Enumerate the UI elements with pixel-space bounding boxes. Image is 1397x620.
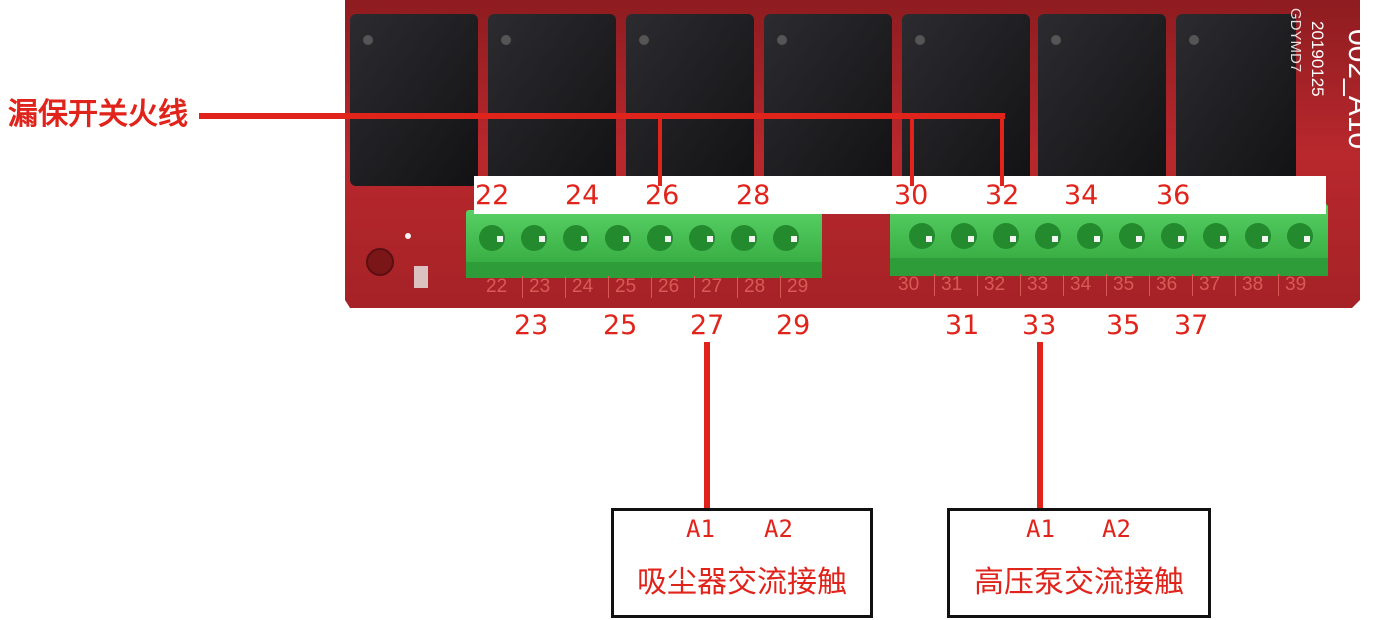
top-number: 32 (985, 180, 1020, 211)
bottom-number: 37 (1174, 310, 1209, 341)
pump-contactor-label: 高压泵交流接触 (974, 565, 1184, 600)
silk-number: 36 (1156, 274, 1193, 296)
top-number: 26 (645, 180, 680, 211)
board-model: 002_A10 (1342, 29, 1375, 150)
bottom-number: 25 (603, 310, 638, 341)
bottom-number: 23 (514, 310, 549, 341)
top-number: 28 (736, 180, 771, 211)
relay (1038, 14, 1166, 186)
silk-number: 32 (984, 274, 1021, 296)
a1-label: A1 (686, 515, 715, 543)
bottom-number: 31 (945, 310, 980, 341)
silk-number: 34 (1070, 274, 1107, 296)
a1-label: A1 (1026, 515, 1055, 543)
relay (350, 14, 478, 186)
mounting-hole (366, 248, 394, 276)
a2-label: A2 (764, 515, 793, 543)
relays (350, 14, 1296, 186)
label-strip (474, 176, 1326, 214)
silk-number: 38 (1242, 274, 1279, 296)
pump-contactor-box: A1 A2 高压泵交流接触 (947, 508, 1211, 618)
silk-numbers-right: 30 31 32 33 34 35 36 37 38 39 (898, 274, 1321, 296)
main-wire-label: 漏保开关火线 (8, 97, 188, 132)
silk-number: 31 (941, 274, 978, 296)
silk-number: 27 (701, 276, 738, 298)
silk-numbers-left: 22 23 24 25 26 27 28 29 (486, 276, 823, 298)
top-number: 24 (565, 180, 600, 211)
silk-number: 24 (572, 276, 609, 298)
bottom-number: 29 (776, 310, 811, 341)
vacuum-contactor-box: A1 A2 吸尘器交流接触 (611, 508, 873, 618)
relay (902, 14, 1030, 186)
silk-number: 23 (529, 276, 566, 298)
top-number: 30 (894, 180, 929, 211)
board-code: GDYMD7 (1287, 8, 1304, 73)
top-number: 22 (475, 180, 510, 211)
relay (1176, 14, 1296, 186)
board-side-mark: 30 (1365, 228, 1381, 243)
a2-label: A2 (1102, 515, 1131, 543)
vacuum-contactor-label: 吸尘器交流接触 (637, 565, 847, 600)
bottom-number: 35 (1106, 310, 1141, 341)
wires (199, 113, 1043, 510)
silk-number: 25 (615, 276, 652, 298)
bottom-number: 33 (1022, 310, 1057, 341)
silk-number: 35 (1113, 274, 1150, 296)
terminal-block-right (890, 204, 1328, 276)
relay (488, 14, 616, 186)
silk-number: 22 (486, 276, 523, 298)
silk-number: 37 (1199, 274, 1236, 296)
silk-number: 30 (898, 274, 935, 296)
relay (764, 14, 892, 186)
silk-number: 29 (787, 276, 809, 297)
silk-number: 26 (658, 276, 695, 298)
top-number: 36 (1156, 180, 1191, 211)
board-date: 20190125 (1308, 21, 1327, 97)
bottom-number: 27 (690, 310, 725, 341)
silk-number: 28 (744, 276, 781, 298)
silk-number: 33 (1027, 274, 1064, 296)
silk-number: 39 (1285, 274, 1307, 295)
terminal-block-left (466, 210, 822, 278)
top-number: 34 (1064, 180, 1099, 211)
